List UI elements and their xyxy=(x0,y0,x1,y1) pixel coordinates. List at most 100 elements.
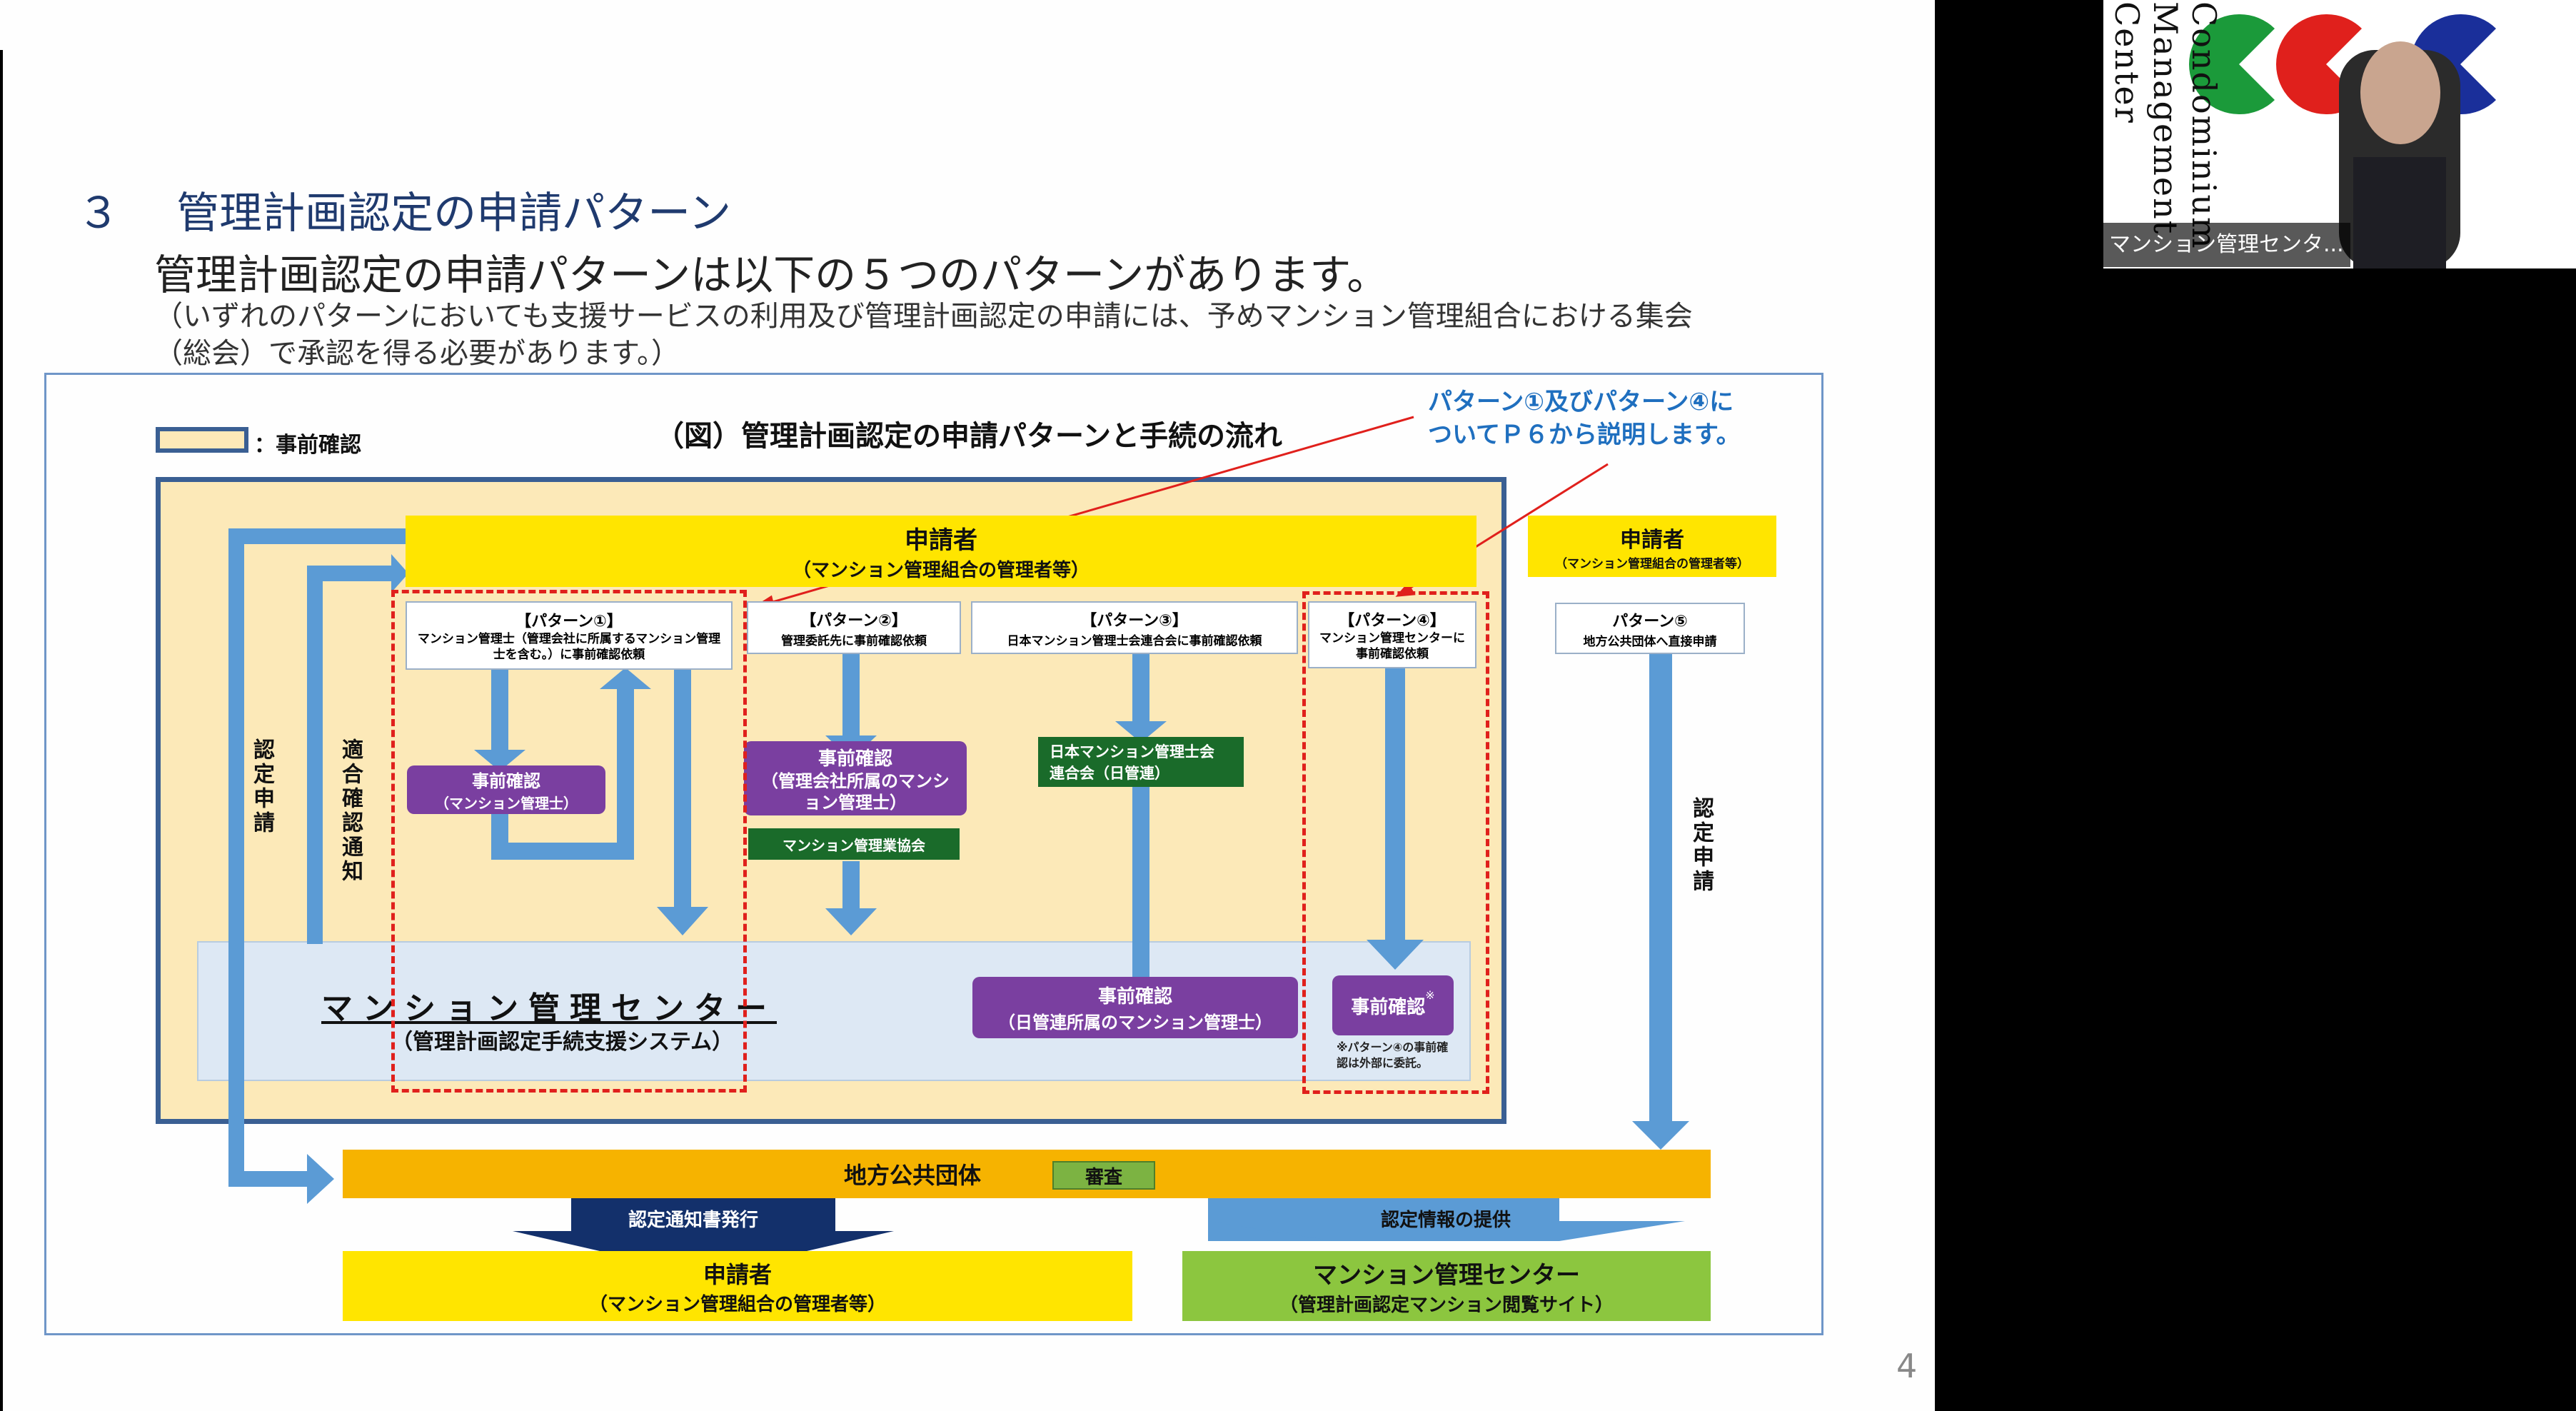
flow-arrows xyxy=(228,416,1689,1251)
legend-swatch xyxy=(156,427,248,453)
pattern3-text: 日本マンション管理士会連合会に事前確認依頼 xyxy=(1007,633,1262,648)
pattern3-title: 【パターン③】 xyxy=(1081,611,1188,630)
applicant-right-box: 申請者 （マンション管理組合の管理者等） xyxy=(1528,516,1776,577)
arrow-head-p1-up xyxy=(600,668,651,689)
local-gov-bar: 地方公共団体 xyxy=(343,1150,1711,1198)
check1-sub: （マンション管理士） xyxy=(435,795,578,812)
arrow-head-p5-down xyxy=(1632,1121,1689,1150)
slide-note-line1: （いずれのパターンにおいても支援サービスの利用及び管理計画認定の申請には、予めマ… xyxy=(154,300,1693,333)
bottom-applicant-title: 申請者 xyxy=(703,1260,772,1288)
arrow-p4-down xyxy=(1385,664,1405,943)
check4-mark: ※ xyxy=(1425,988,1435,1002)
check2-title: 事前確認 xyxy=(817,748,892,770)
applicant-sub: （マンション管理組合の管理者等） xyxy=(792,560,1090,581)
pattern2-title: 【パターン②】 xyxy=(800,611,907,630)
arrow-p1-down xyxy=(491,668,508,753)
arrow-p2-to-center xyxy=(842,861,860,911)
arrow-left-outer-top xyxy=(228,528,407,544)
arrow-left-outer-bottom xyxy=(228,1171,307,1187)
check2-assoc-box: マンション管理業協会 xyxy=(748,828,960,860)
pattern1-highlight xyxy=(391,590,747,1093)
notice-arrow xyxy=(513,1198,894,1251)
slide-title-text: 管理計画認定の申請パターン xyxy=(176,189,732,238)
pattern5-text: 地方公共団体へ直接申請 xyxy=(1583,634,1717,649)
check2-box: 事前確認 （管理会社所属のマンション管理士） xyxy=(744,741,967,815)
label-nintei-shinsei-left: 認定申請 xyxy=(249,738,274,835)
check3-box: 事前確認 （日管連所属のマンション管理士） xyxy=(972,977,1298,1038)
review-badge: 審査 xyxy=(1052,1161,1155,1190)
arrow-p1-to-center xyxy=(674,668,691,910)
check3-title: 事前確認 xyxy=(1097,986,1172,1008)
pattern4-title: 【パターン④】 xyxy=(1339,612,1446,630)
bottom-center-sub: （管理計画認定マンション閲覧サイト） xyxy=(1279,1295,1614,1316)
info-provide-label: 認定情報の提供 xyxy=(1381,1210,1511,1231)
bottom-center-title: マンション管理センター xyxy=(1313,1261,1580,1290)
participant-name-label: マンション管理センタ... xyxy=(2103,223,2350,267)
label-nintei-shinsei-right: 認定申請 xyxy=(1689,797,1714,894)
cmc-logo-icon xyxy=(2189,14,2496,268)
applicant-right-sub: （マンション管理組合の管理者等） xyxy=(1555,556,1749,571)
check3-sub: （日管連所属のマンション管理士） xyxy=(998,1013,1272,1033)
page-number: 4 xyxy=(1896,1347,1918,1385)
pattern2-box: 【パターン②】 管理委託先に事前確認依頼 xyxy=(747,601,961,654)
pattern1-title: 【パターン①】 xyxy=(515,613,623,631)
applicant-right-title: 申請者 xyxy=(1620,527,1684,553)
arrow-p3-down xyxy=(1132,653,1149,725)
pattern4-box: 【パターン④】 マンション管理センターに事前確認依頼 xyxy=(1308,601,1476,668)
applicant-box: 申請者 （マンション管理組合の管理者等） xyxy=(406,516,1476,587)
callout-text: パターン①及びパターン④に ついてＰ６から説明します。 xyxy=(1428,386,1741,451)
nikkanren-line2: 連合会（日管連） xyxy=(1050,765,1169,782)
pattern4-text: マンション管理センターに事前確認依頼 xyxy=(1319,631,1465,661)
pattern3-box: 【パターン③】 日本マンション管理士会連合会に事前確認依頼 xyxy=(971,601,1298,654)
callout-line1: パターン①及びパターン④に xyxy=(1428,388,1734,416)
applicant-title: 申請者 xyxy=(905,526,977,555)
pattern5-title: パターン⑤ xyxy=(1612,612,1688,631)
arrow-p2-down xyxy=(842,653,860,739)
check4-box: 事前確認 ※ xyxy=(1332,975,1454,1035)
arrow-head-p4-down xyxy=(1367,940,1424,970)
slide-subtitle: 管理計画認定の申請パターンは以下の５つのパターンがあります。 xyxy=(154,251,1389,299)
arrow-tekigo-top xyxy=(307,566,393,581)
check2-sub: （管理会社所属のマンション管理士） xyxy=(761,770,950,813)
slide-title: ３ 管理計画認定の申請パターン xyxy=(77,179,1505,241)
check4-note: ※パターン④の事前確認は外部に委託。 xyxy=(1337,1040,1449,1070)
arrow-head-p3-down xyxy=(1115,721,1167,743)
presentation-slide: ３ 管理計画認定の申請パターン 管理計画認定の申請パターンは以下の５つのパターン… xyxy=(0,0,1935,1411)
diagram-frame xyxy=(44,373,1823,1335)
arrow-p1-loop-up xyxy=(617,686,634,860)
pattern1-box: 【パターン①】 マンション管理士（管理会社に所属するマンション管理士を含む。）に… xyxy=(406,601,733,670)
check1-title: 事前確認 xyxy=(472,771,540,791)
slide-left-edge xyxy=(0,50,3,1411)
pattern2-text: 管理委託先に事前確認依頼 xyxy=(781,633,927,648)
bottom-applicant-box: 申請者 （マンション管理組合の管理者等） xyxy=(343,1251,1132,1321)
arrow-shapes xyxy=(228,528,1689,1241)
legend-label: ：事前確認 xyxy=(254,433,361,458)
arrow-head-p1-center xyxy=(657,907,708,935)
arrow-left-outer-vertical xyxy=(228,528,244,1185)
section-number: ３ xyxy=(77,189,120,238)
arrow-head-p1-down xyxy=(474,750,525,771)
arrow-p5-down xyxy=(1649,653,1672,1124)
arrow-info-head xyxy=(1208,1221,1685,1241)
check1-box: 事前確認 （マンション管理士） xyxy=(407,765,605,814)
bottom-applicant-sub: （マンション管理組合の管理者等） xyxy=(588,1293,886,1315)
video-tile[interactable]: Condominium Management Center マンション管理センタ… xyxy=(2103,0,2576,268)
local-gov-label: 地方公共団体 xyxy=(843,1162,981,1189)
center-title: マンション管理センター xyxy=(321,990,777,1027)
arrow-p3-to-check xyxy=(1132,785,1149,985)
arrow-tekigo-vertical xyxy=(307,566,323,944)
center-subtitle: （管理計画認定手続支援システム） xyxy=(391,1030,734,1055)
pattern5-box: パターン⑤ 地方公共団体へ直接申請 xyxy=(1555,603,1745,654)
slide-note-line2: （総会）で承認を得る必要があります。） xyxy=(154,337,680,370)
nikkanren-box: 日本マンション管理士会 連合会（日管連） xyxy=(1038,737,1244,787)
pattern4-highlight xyxy=(1302,591,1489,1094)
bottom-center-box: マンション管理センター （管理計画認定マンション閲覧サイト） xyxy=(1182,1251,1711,1321)
check2-assoc: マンション管理業協会 xyxy=(783,836,925,854)
arrow-head-to-applicant xyxy=(391,554,408,593)
pattern1-text: マンション管理士（管理会社に所属するマンション管理士を含む。）に事前確認依頼 xyxy=(417,632,721,662)
callout-line2: ついてＰ６から説明します。 xyxy=(1428,421,1741,449)
logo-text: Condominium Management Center xyxy=(2108,1,2223,250)
arrow-p1-loop-bottom xyxy=(491,843,634,860)
notice-issue-label: 認定通知書発行 xyxy=(628,1210,759,1231)
right-black-area xyxy=(1935,51,2576,1411)
